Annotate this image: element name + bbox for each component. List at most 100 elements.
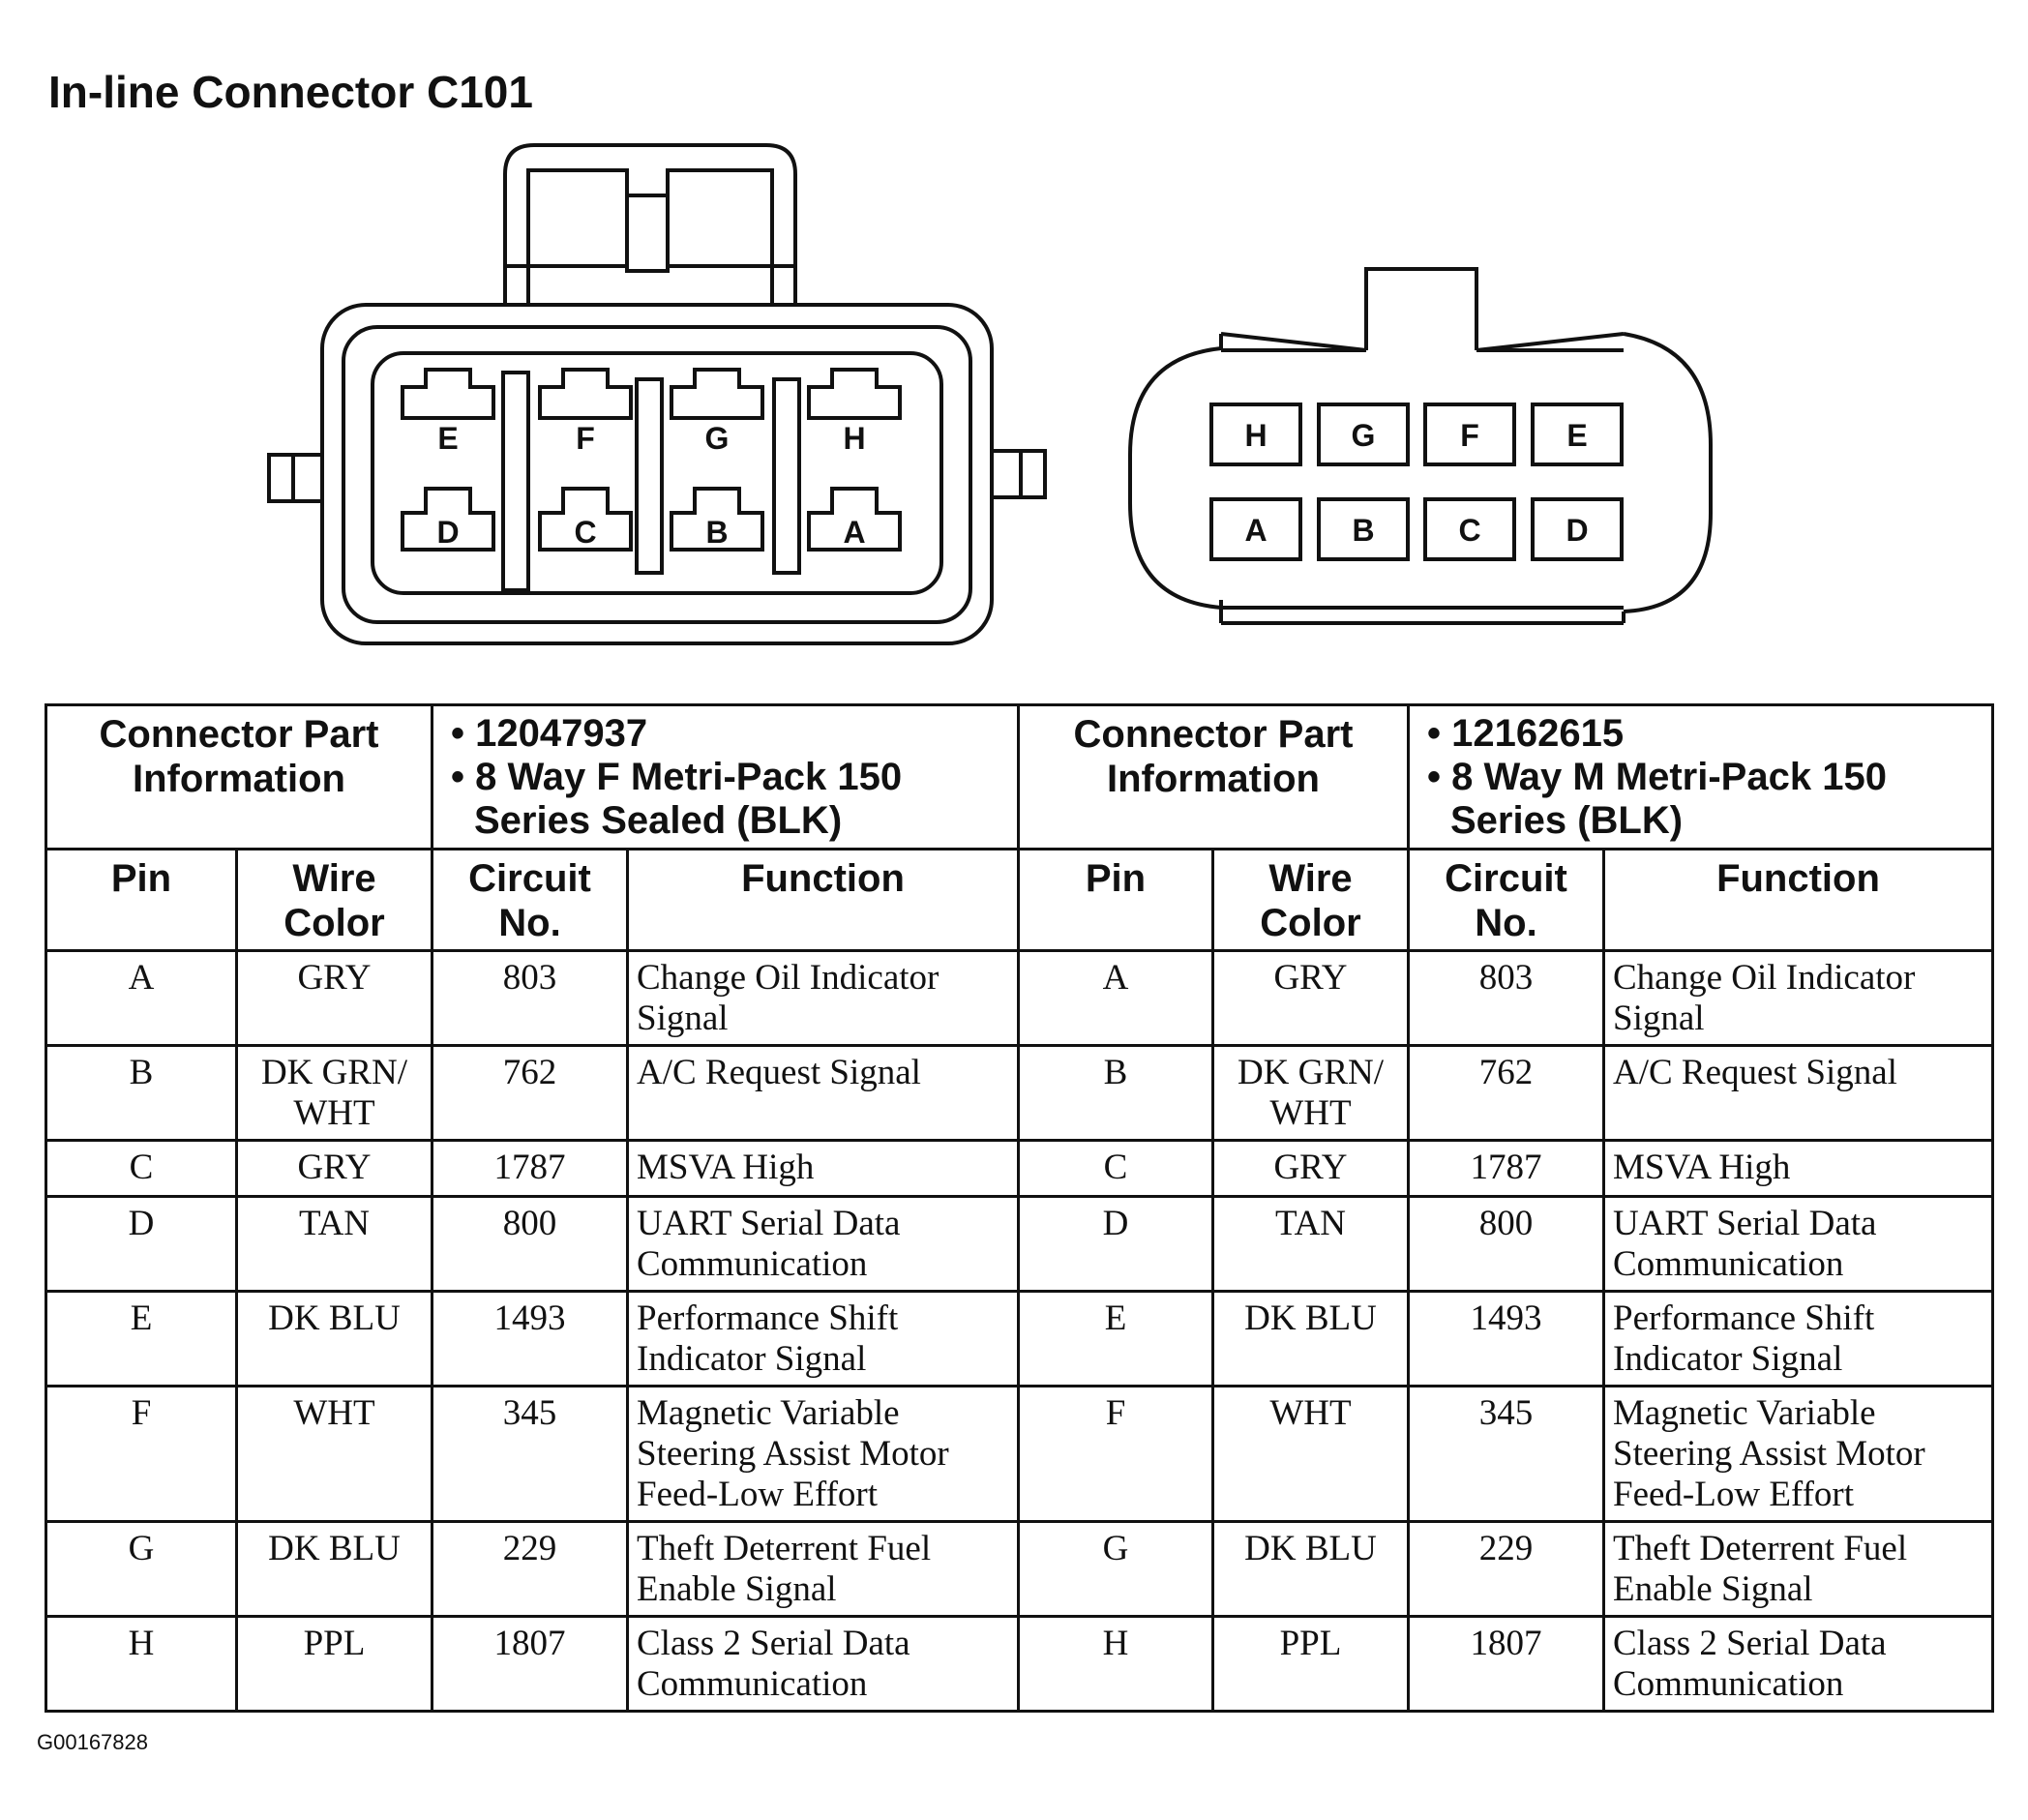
circuit-cell: 229 <box>431 1520 629 1618</box>
wire-color-cell: WHT <box>1211 1385 1410 1523</box>
pin-cell: G <box>45 1520 238 1618</box>
right-part-info-label: Connector Part Information <box>1017 703 1410 850</box>
function-cell: UART Serial Data Communication <box>1602 1195 1994 1293</box>
pin-cell: F <box>45 1385 238 1523</box>
female-pin-label: F <box>576 421 595 456</box>
part-info-row: Connector Part Information • 12047937 • … <box>45 703 1994 850</box>
wire-color-cell: DK BLU <box>235 1290 433 1387</box>
function-cell: Performance Shift Indicator Signal <box>1602 1290 1994 1387</box>
function-cell: Magnetic Variable Steering Assist Motor … <box>1602 1385 1994 1523</box>
column-header-pin: Pin <box>1017 848 1214 952</box>
function-cell: MSVA High <box>1602 1139 1994 1198</box>
column-header-circuit-no: Circuit No. <box>1407 848 1605 952</box>
function-cell: Performance Shift Indicator Signal <box>626 1290 1020 1387</box>
male-connector-drawing <box>1128 267 1713 625</box>
female-pin-label: A <box>843 515 865 550</box>
male-pin-label: B <box>1352 513 1374 548</box>
function-cell: Magnetic Variable Steering Assist Motor … <box>626 1385 1020 1523</box>
circuit-cell: 345 <box>431 1385 629 1523</box>
pin-cell: E <box>1017 1290 1214 1387</box>
function-cell: MSVA High <box>626 1139 1020 1198</box>
circuit-cell: 1787 <box>1407 1139 1605 1198</box>
circuit-cell: 762 <box>1407 1044 1605 1142</box>
circuit-cell: 800 <box>1407 1195 1605 1293</box>
wire-color-cell: GRY <box>235 949 433 1047</box>
male-pin-label: E <box>1566 418 1587 453</box>
function-cell: A/C Request Signal <box>626 1044 1020 1142</box>
column-header-wire-color: Wire Color <box>235 848 433 952</box>
circuit-cell: 1493 <box>1407 1290 1605 1387</box>
pin-cell: C <box>1017 1139 1214 1198</box>
male-pin-label: C <box>1458 513 1480 548</box>
wire-color-cell: PPL <box>235 1615 433 1713</box>
left-part-description: • 8 Way F Metri-Pack 150 Series Sealed (… <box>451 756 903 842</box>
pin-cell: B <box>45 1044 238 1142</box>
left-part-info-values: • 12047937 • 8 Way F Metri-Pack 150 Seri… <box>431 703 1020 850</box>
function-cell: Change Oil Indicator Signal <box>626 949 1020 1047</box>
right-part-info-values: • 12162615 • 8 Way M Metri-Pack 150 Seri… <box>1407 703 1994 850</box>
function-cell: Theft Deterrent Fuel Enable Signal <box>1602 1520 1994 1618</box>
column-header-circuit-no: Circuit No. <box>431 848 629 952</box>
figure-id: G00167828 <box>37 1730 148 1754</box>
left-part-info-label: Connector Part Information <box>45 703 433 850</box>
diagram-title: In-line Connector C101 <box>48 67 533 117</box>
male-pin-label: H <box>1244 418 1267 453</box>
pin-cell: C <box>45 1139 238 1198</box>
function-cell: Class 2 Serial Data Communication <box>1602 1615 1994 1713</box>
circuit-cell: 229 <box>1407 1520 1605 1618</box>
pin-cell: F <box>1017 1385 1214 1523</box>
pin-cell: H <box>45 1615 238 1713</box>
pin-cell: B <box>1017 1044 1214 1142</box>
pin-cell: D <box>45 1195 238 1293</box>
column-header-row: Pin Wire Color Circuit No. Function Pin … <box>45 848 1994 952</box>
female-pin-label: C <box>574 515 596 550</box>
pin-cell: H <box>1017 1615 1214 1713</box>
function-cell: Class 2 Serial Data Communication <box>626 1615 1020 1713</box>
female-pin-label: H <box>843 421 865 456</box>
wire-color-cell: TAN <box>235 1195 433 1293</box>
column-header-function: Function <box>626 848 1020 952</box>
pin-cell: G <box>1017 1520 1214 1618</box>
circuit-cell: 1807 <box>1407 1615 1605 1713</box>
pin-cell: A <box>45 949 238 1047</box>
pinout-table: Connector Part Information • 12047937 • … <box>45 703 1994 1713</box>
right-part-number: • 12162615 <box>1427 712 1625 755</box>
wire-color-cell: DK GRN/ WHT <box>235 1044 433 1142</box>
circuit-cell: 803 <box>431 949 629 1047</box>
circuit-cell: 1807 <box>431 1615 629 1713</box>
column-header-function: Function <box>1602 848 1994 952</box>
wire-color-cell: DK BLU <box>235 1520 433 1618</box>
male-pin-label: A <box>1244 513 1267 548</box>
male-pin-label: F <box>1460 418 1479 453</box>
circuit-cell: 345 <box>1407 1385 1605 1523</box>
female-pin-label: E <box>437 421 458 456</box>
wire-color-cell: TAN <box>1211 1195 1410 1293</box>
function-cell: UART Serial Data Communication <box>626 1195 1020 1293</box>
wire-color-cell: DK BLU <box>1211 1520 1410 1618</box>
function-cell: A/C Request Signal <box>1602 1044 1994 1142</box>
left-part-number: • 12047937 <box>451 712 648 755</box>
male-pin-label: D <box>1566 513 1588 548</box>
connector-diagrams: E F G H D C B A H G F E A B C D <box>267 143 1713 645</box>
male-pin-label: G <box>1352 418 1376 453</box>
column-header-wire-color: Wire Color <box>1211 848 1410 952</box>
right-part-description: • 8 Way M Metri-Pack 150 Series (BLK) <box>1427 756 1887 842</box>
circuit-cell: 800 <box>431 1195 629 1293</box>
pin-cell: D <box>1017 1195 1214 1293</box>
female-pin-label: D <box>436 515 459 550</box>
circuit-cell: 803 <box>1407 949 1605 1047</box>
circuit-cell: 1493 <box>431 1290 629 1387</box>
wire-color-cell: DK BLU <box>1211 1290 1410 1387</box>
wire-color-cell: DK GRN/ WHT <box>1211 1044 1410 1142</box>
circuit-cell: 762 <box>431 1044 629 1142</box>
